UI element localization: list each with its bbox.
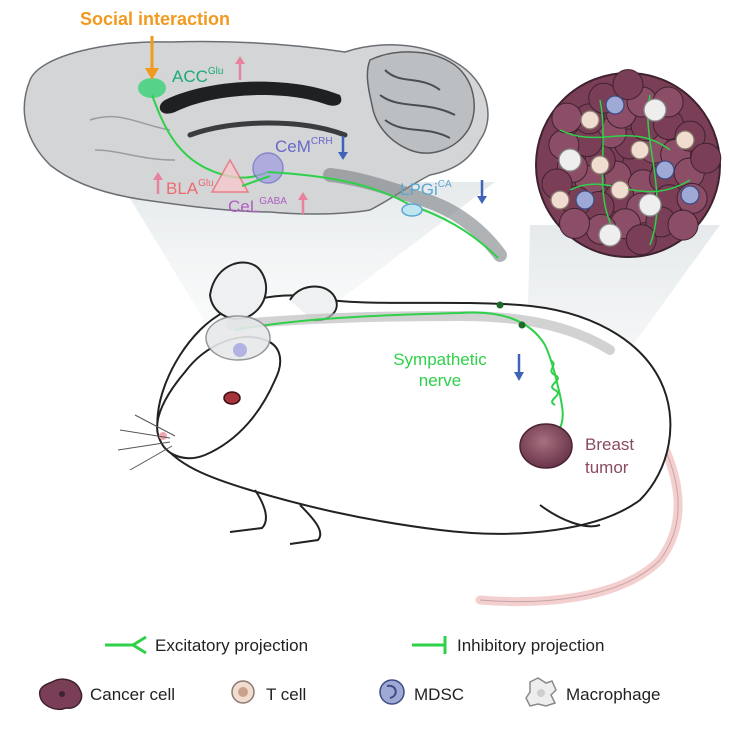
cem-name: CeM — [275, 137, 311, 156]
up-arrow-icon — [235, 56, 245, 64]
cel-name: CeL — [228, 197, 259, 216]
cancer-cell — [690, 142, 722, 174]
cancer-cell — [667, 209, 699, 241]
macrophage-cell — [638, 193, 662, 217]
tumor-line2: tumor — [585, 458, 629, 477]
cel-label: CeLGABA — [228, 192, 308, 216]
t-cell — [550, 190, 570, 210]
lpgi-label: LPGiCA — [400, 179, 487, 204]
svg-text:LPGiCA: LPGiCA — [400, 179, 452, 199]
svg-text:CeLGABA: CeLGABA — [228, 196, 287, 216]
mdsc-cell — [680, 185, 700, 205]
acc-sup: Glu — [208, 66, 224, 77]
legend: Excitatory projection Inhibitory project… — [38, 635, 661, 710]
cancer-cell — [551, 102, 583, 134]
cem-region-icon — [252, 152, 284, 184]
t-cell — [610, 180, 630, 200]
cem-sup: CRH — [311, 136, 333, 147]
mouse-illustration — [117, 261, 683, 607]
brain-neural-circuit — [138, 78, 499, 259]
legend-mdsc: MDSC — [379, 679, 464, 705]
down-arrow-icon — [338, 152, 348, 160]
legend-macrophage: Macrophage — [525, 677, 661, 707]
legend-mdsc-label: MDSC — [414, 685, 464, 704]
acc-name: ACC — [172, 67, 208, 86]
legend-t-cell-label: T cell — [266, 685, 306, 704]
down-arrow-icon — [514, 372, 524, 381]
t-cell — [675, 130, 695, 150]
macrophage-cell — [643, 98, 667, 122]
t-cell — [590, 155, 610, 175]
arrow-down-icon — [145, 68, 159, 80]
acc-label: ACCGlu — [172, 56, 245, 86]
bla-sup: Glu — [198, 178, 214, 189]
mdsc-cell — [655, 160, 675, 180]
legend-excitatory-label: Excitatory projection — [155, 636, 308, 655]
page-title: Social interaction — [80, 9, 230, 29]
svg-text:BLAGlu: BLAGlu — [166, 178, 214, 198]
mdsc-cell — [575, 190, 595, 210]
t-cell — [630, 140, 650, 160]
tumor-microenvironment — [535, 69, 722, 258]
sympathetic-line1: Sympathetic — [393, 350, 487, 369]
sympathetic-line2: nerve — [419, 371, 462, 390]
macrophage-cell — [558, 148, 582, 172]
macrophage-cell — [598, 223, 622, 247]
legend-t-cell: T cell — [231, 680, 306, 704]
lpgi-region-icon — [401, 203, 423, 217]
mdsc-icon — [379, 679, 405, 705]
bla-label: BLAGlu — [153, 172, 214, 198]
lpgi-sup: CA — [438, 179, 452, 190]
breast-tumor-label: Breast tumor — [585, 435, 634, 477]
mdsc-cell — [605, 95, 625, 115]
legend-excitatory: Excitatory projection — [105, 635, 308, 655]
title-group: Social interaction — [80, 9, 230, 80]
legend-cancer-cell: Cancer cell — [38, 678, 175, 710]
cancer-cell — [625, 224, 657, 256]
cancer-cell — [559, 207, 590, 239]
down-arrow-icon — [477, 196, 487, 204]
svg-text:CeMCRH: CeMCRH — [275, 136, 333, 156]
cancer-cell — [612, 69, 644, 101]
acc-neuron-icon — [138, 78, 166, 98]
tumor-line1: Breast — [585, 435, 634, 454]
legend-cancer-cell-label: Cancer cell — [90, 685, 175, 704]
eye-icon — [223, 391, 241, 405]
up-arrow-icon — [298, 192, 308, 200]
cem-label: CeMCRH — [275, 136, 348, 160]
excitatory-projection-icon — [105, 635, 147, 655]
svg-text:ACCGlu: ACCGlu — [172, 66, 223, 86]
bla-name: BLA — [166, 179, 199, 198]
legend-inhibitory: Inhibitory projection — [412, 636, 604, 655]
t-cell — [580, 110, 600, 130]
bla-region-icon — [210, 158, 250, 193]
breast-tumor-icon — [519, 423, 573, 469]
inhibitory-projection-icon — [412, 636, 447, 654]
sympathetic-nerve-label: Sympathetic nerve — [393, 350, 524, 390]
legend-inhibitory-label: Inhibitory projection — [457, 636, 604, 655]
legend-macrophage-label: Macrophage — [566, 685, 661, 704]
up-arrow-icon — [153, 172, 163, 180]
cel-sup: GABA — [259, 196, 287, 207]
lpgi-name: LPGi — [400, 180, 438, 199]
